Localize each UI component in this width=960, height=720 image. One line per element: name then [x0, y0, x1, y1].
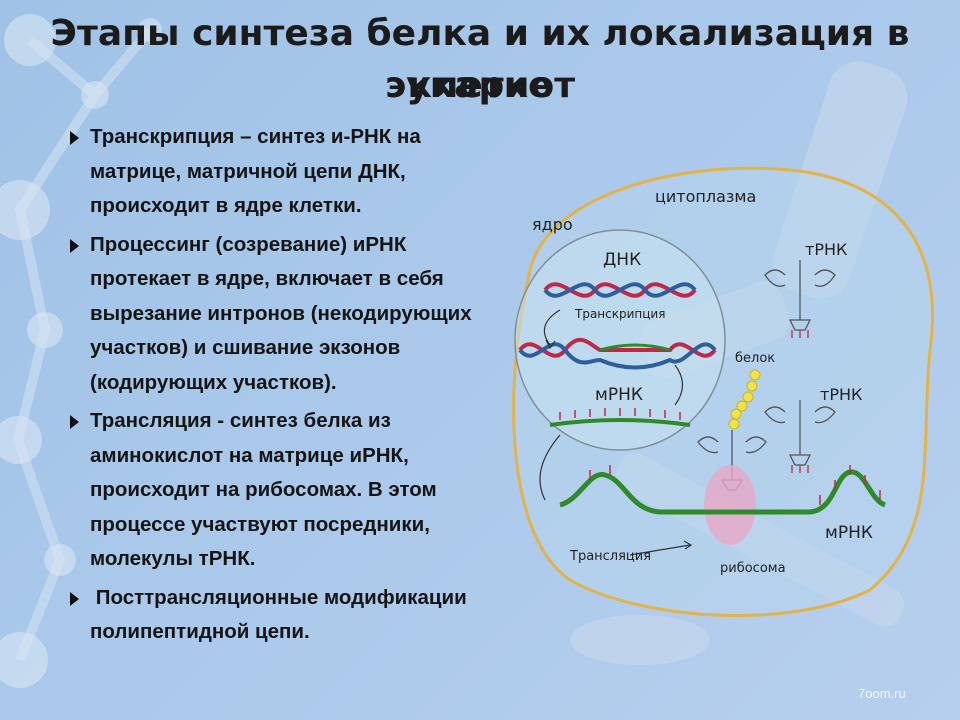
label-trna-right: тРНК — [820, 385, 863, 404]
bullet-text: Посттрансляционные модификации полипепти… — [90, 585, 473, 644]
transcription-arrow-icon — [543, 309, 561, 346]
trna-top-icon — [764, 260, 836, 338]
bullet-item: Посттрансляционные модификации полипепти… — [68, 581, 498, 650]
processing-arrow-icon — [674, 364, 684, 406]
bullet-list: Транскрипция – синтез и-РНК на матрице, … — [68, 120, 498, 654]
bullet-arrow-icon — [70, 238, 79, 253]
watermark-text: 7oom.ru — [858, 686, 906, 701]
ribosome — [704, 465, 756, 545]
bullet-arrow-icon — [70, 415, 79, 429]
export-arrow-icon — [539, 434, 561, 501]
label-nucleus: ядро — [532, 215, 573, 234]
protein-chain — [728, 369, 761, 430]
label-transcription: Транскрипция — [574, 307, 665, 321]
trna-ribosome-icon — [697, 430, 767, 491]
protein-synthesis-diagram: цитоплазма ядро ДНК Транскрипция мРНК тР… — [512, 166, 934, 617]
label-mrna-cytoplasm: мРНК — [825, 523, 873, 543]
translation-arrow-icon — [629, 544, 691, 556]
dna-helix — [543, 282, 697, 298]
slide-title-line2: эукариот — [384, 65, 576, 106]
mrna-cytoplasm-strand — [559, 465, 887, 515]
label-translation: Трансляция — [569, 549, 651, 564]
bullet-arrow-icon — [70, 591, 79, 606]
slide-title-line1: Этапы синтеза белка и их локализация в к… — [50, 13, 910, 106]
label-mrna-nucleus: мРНК — [595, 385, 643, 405]
mrna-nucleus-strand — [549, 408, 691, 427]
nucleus — [514, 229, 726, 451]
label-cytoplasm: цитоплазма — [655, 187, 756, 206]
bullet-text: Процессинг (созревание) иРНК протекает в… — [90, 232, 472, 394]
label-protein: белок — [735, 351, 775, 366]
bullet-item: Транскрипция – синтез и-РНК на матрице, … — [68, 120, 498, 224]
bullet-item: Трансляция - синтез белка из аминокислот… — [68, 404, 498, 577]
trna-right-icon — [764, 400, 836, 473]
bullet-text: Трансляция - синтез белка из аминокислот… — [90, 409, 437, 570]
bullet-item: Процессинг (созревание) иРНК протекает в… — [68, 228, 498, 401]
bullet-text: Транскрипция – синтез и-РНК на матрице, … — [90, 125, 421, 217]
label-dna: ДНК — [603, 250, 641, 270]
bullet-arrow-icon — [70, 131, 79, 145]
label-ribosome: рибосома — [720, 561, 786, 576]
label-trna-top: тРНК — [805, 240, 848, 259]
